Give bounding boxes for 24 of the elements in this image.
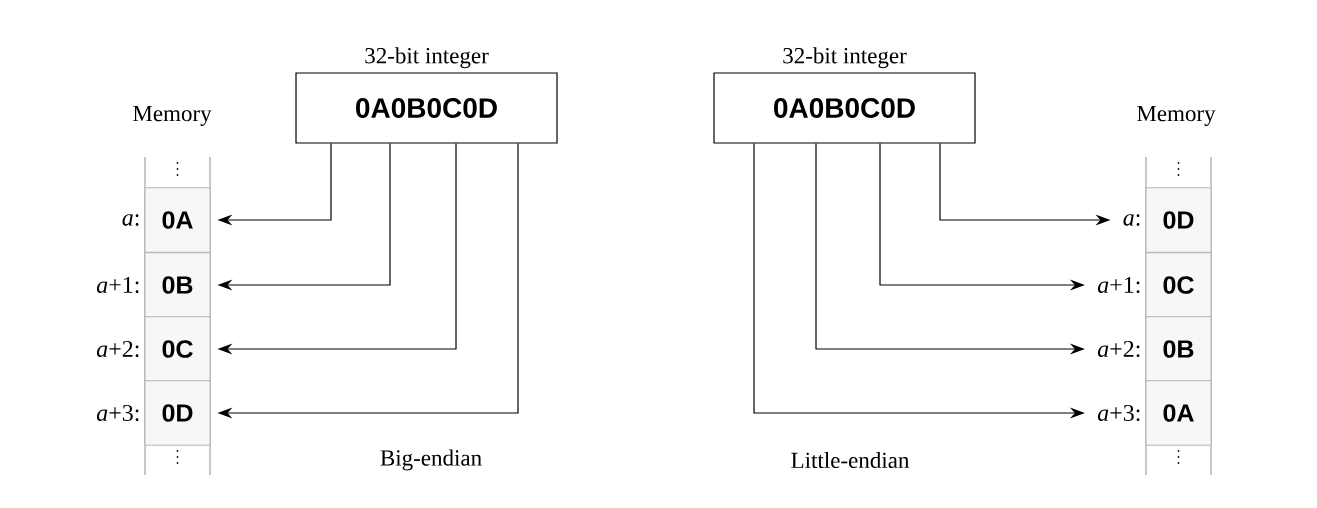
address-label: a+2: [96,340,139,358]
address-label: a: [122,214,139,226]
memory-cell: 0C [144,316,211,382]
heading: 32-bit integer [783,47,907,69]
address-label: a: [1123,214,1140,226]
memory-cell: 0A [1145,380,1212,446]
caption: Little-endian [791,451,910,469]
memory-cell: 0C [1145,252,1212,318]
caption: Big-endian [380,449,482,471]
memory-heading: Memory [133,105,212,126]
integer-box: 0A0B0C0D [713,72,976,144]
memory-cell: 0D [1145,187,1212,253]
heading: 32-bit integer [365,47,489,69]
memory-cell: 0B [1145,316,1212,382]
address-label: a+3: [96,404,139,422]
memory-heading: Memory [1137,105,1216,126]
address-label: a+3: [1097,404,1140,422]
memory-cell: 0B [144,252,211,318]
memory-cell: 0D [144,380,211,446]
integer-box: 0A0B0C0D [295,72,558,144]
address-label: a+1: [1097,276,1140,294]
address-label: a+1: [96,276,139,294]
address-label: a+2: [1097,340,1140,358]
memory-cell: 0A [144,187,211,253]
